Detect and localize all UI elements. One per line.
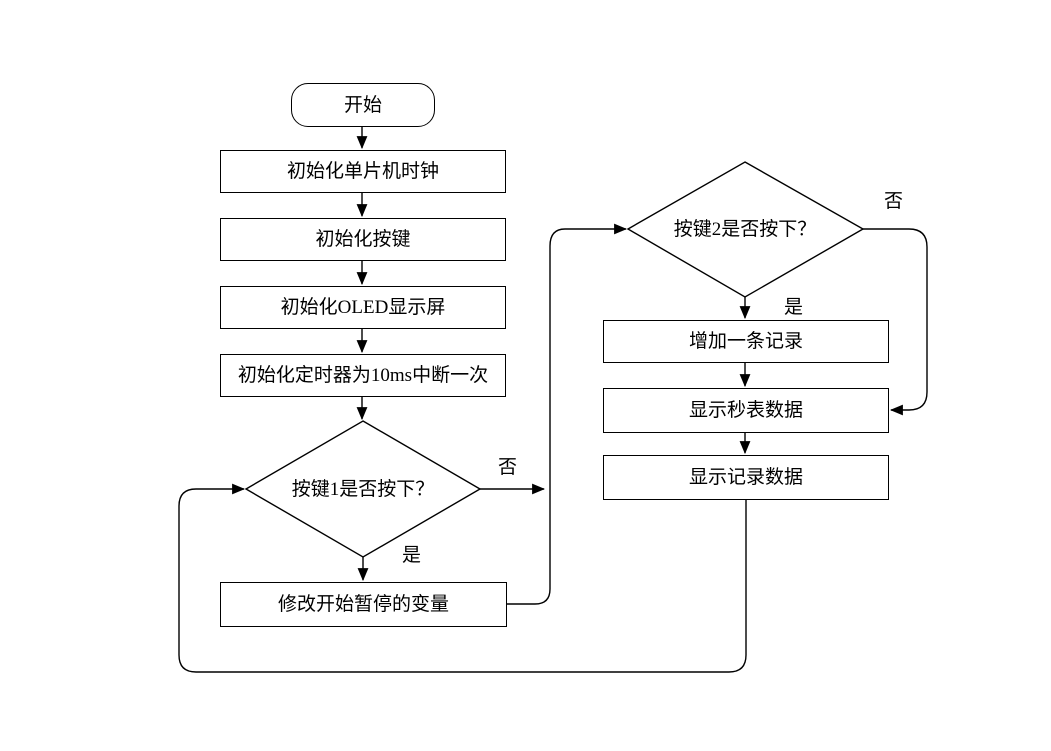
decision-key1-label: 按键1是否按下？	[291, 478, 435, 500]
branch-label-key2-no: 否	[884, 191, 904, 212]
process-init-clock: 初始化单片机时钟	[220, 150, 506, 193]
edge-show-records-loop-to-key1	[178, 483, 747, 673]
process-init-timer: 初始化定时器为10ms中断一次	[220, 354, 506, 397]
branch-label-key1-yes: 是	[402, 545, 422, 566]
process-modify-variable: 修改开始暂停的变量	[220, 582, 507, 627]
edge-modify-to-key2	[507, 223, 628, 605]
process-show-stopwatch: 显示秒表数据	[603, 388, 889, 433]
start-terminator: 开始	[291, 83, 435, 127]
branch-label-key2-yes: 是	[784, 297, 804, 318]
process-init-keys: 初始化按键	[220, 218, 506, 261]
edge-key2-no-to-show-stopwatch	[863, 228, 928, 416]
branch-label-key1-no: 否	[498, 457, 518, 478]
process-add-record: 增加一条记录	[603, 320, 889, 363]
process-show-records: 显示记录数据	[603, 455, 889, 500]
process-init-oled: 初始化OLED显示屏	[220, 286, 506, 329]
decision-key2-label: 按键2是否按下？	[673, 218, 817, 240]
